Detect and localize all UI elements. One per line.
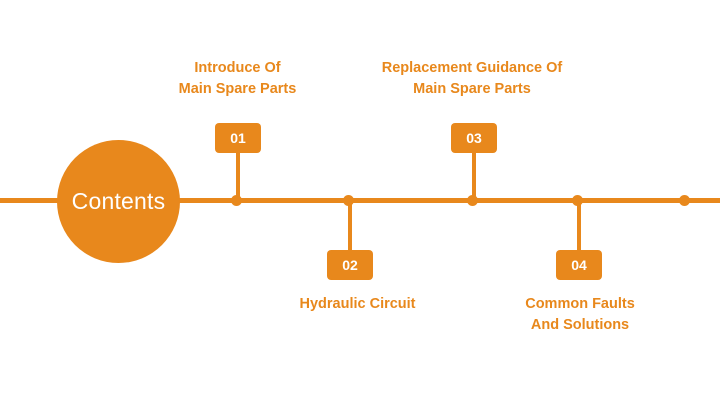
number-pill-02[interactable]: 02	[327, 250, 373, 280]
contents-label: Contents	[71, 188, 166, 214]
timeline-dot-3	[467, 195, 478, 206]
stem-item-02	[348, 200, 352, 250]
timeline-dot-1	[231, 195, 242, 206]
timeline-dot-2	[343, 195, 354, 206]
timeline-dot-5	[679, 195, 690, 206]
number-pill-01[interactable]: 01	[215, 123, 261, 153]
caption-item-01: Introduce Of Main Spare Parts	[178, 60, 297, 98]
timeline-dot-4	[572, 195, 583, 206]
stem-item-01	[236, 150, 240, 200]
stem-item-04	[577, 200, 581, 250]
number-pill-03[interactable]: 03	[451, 123, 497, 153]
timeline-bar	[0, 198, 720, 203]
contents-circle: Contents	[57, 140, 180, 263]
caption-item-02: Hydraulic Circuit	[299, 296, 416, 312]
number-pill-04[interactable]: 04	[556, 250, 602, 280]
caption-item-04: Common Faults And Solutions	[525, 296, 635, 334]
stem-item-03	[472, 150, 476, 200]
caption-item-03: Replacement Guidance Of Main Spare Parts	[381, 60, 563, 98]
